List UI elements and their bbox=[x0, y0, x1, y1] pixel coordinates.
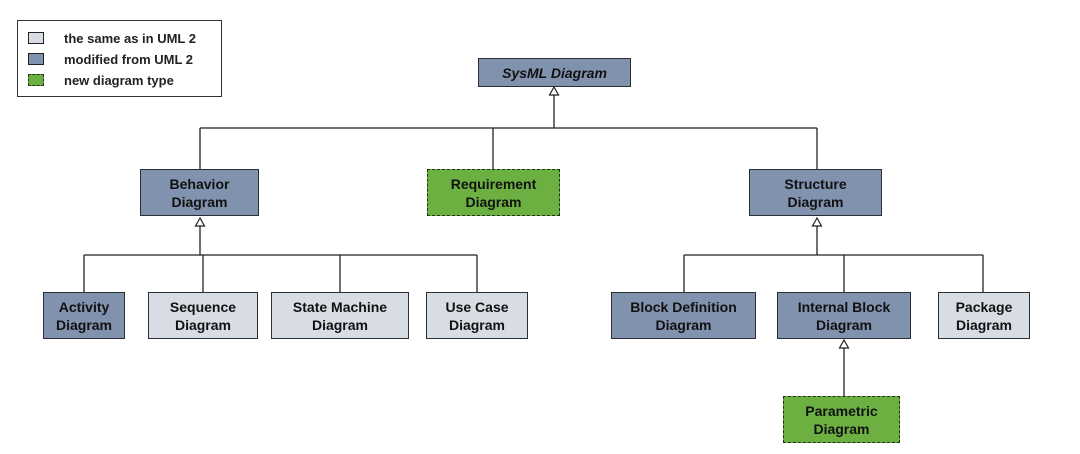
legend-swatch-new bbox=[28, 74, 44, 86]
node-activity-diagram-label: Activity Diagram bbox=[55, 298, 113, 333]
node-sequence-diagram-label: Sequence Diagram bbox=[169, 298, 237, 333]
node-state-machine-diagram: State Machine Diagram bbox=[271, 292, 409, 339]
node-sequence-diagram: Sequence Diagram bbox=[148, 292, 258, 339]
node-package-diagram: Package Diagram bbox=[938, 292, 1030, 339]
node-requirement-diagram: Requirement Diagram bbox=[427, 169, 560, 216]
node-use-case-diagram-label: Use Case Diagram bbox=[445, 298, 509, 333]
node-internal-block-diagram-label: Internal Block Diagram bbox=[797, 298, 891, 333]
node-parametric-diagram-label: Parametric Diagram bbox=[805, 402, 878, 437]
node-use-case-diagram: Use Case Diagram bbox=[426, 292, 528, 339]
legend-label-same: the same as in UML 2 bbox=[64, 30, 196, 46]
node-activity-diagram: Activity Diagram bbox=[43, 292, 125, 339]
legend-item-modified: modified from UML 2 bbox=[28, 51, 193, 67]
node-package-diagram-label: Package Diagram bbox=[955, 298, 1013, 333]
legend-label-new: new diagram type bbox=[64, 72, 174, 88]
node-parametric-diagram: Parametric Diagram bbox=[783, 396, 900, 443]
node-behavior-diagram-label: Behavior Diagram bbox=[169, 175, 230, 210]
node-structure-diagram-label: Structure Diagram bbox=[784, 175, 847, 210]
node-requirement-diagram-label: Requirement Diagram bbox=[450, 175, 537, 210]
node-block-definition-diagram: Block Definition Diagram bbox=[611, 292, 756, 339]
node-block-definition-diagram-label: Block Definition Diagram bbox=[630, 298, 737, 333]
node-sysml-diagram-label: SysML Diagram bbox=[502, 64, 607, 81]
legend-item-same: the same as in UML 2 bbox=[28, 30, 196, 46]
legend-label-modified: modified from UML 2 bbox=[64, 51, 194, 67]
node-internal-block-diagram: Internal Block Diagram bbox=[777, 292, 911, 339]
node-behavior-diagram: Behavior Diagram bbox=[140, 169, 259, 216]
legend-swatch-modified bbox=[28, 53, 44, 65]
legend-swatch-same bbox=[28, 32, 44, 44]
legend: the same as in UML 2 modified from UML 2… bbox=[17, 20, 222, 97]
legend-item-new: new diagram type bbox=[28, 72, 174, 88]
node-state-machine-diagram-label: State Machine Diagram bbox=[292, 298, 388, 333]
node-structure-diagram: Structure Diagram bbox=[749, 169, 882, 216]
node-sysml-diagram: SysML Diagram bbox=[478, 58, 631, 87]
